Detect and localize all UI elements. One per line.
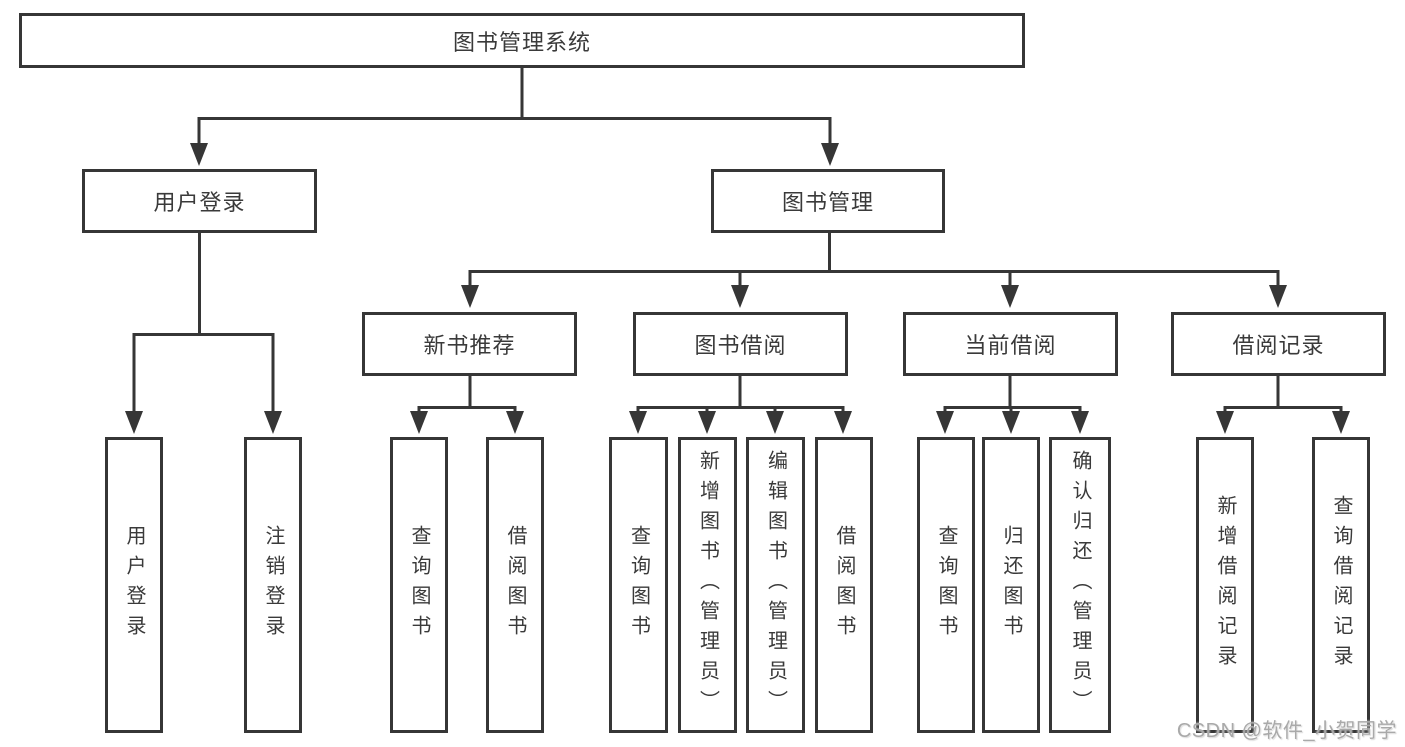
node-leaf-edit-book-admin: 编辑图书（管理员） [746,437,805,733]
node-label: 新增图书（管理员） [696,450,719,720]
arrowhead-icons [125,143,1350,434]
node-leaf-current-query-book: 查询图书 [917,437,975,733]
node-label: 用户登录 [153,190,246,215]
node-label: 借阅图书 [833,525,855,645]
node-label: 图书管理 [781,190,874,215]
node-leaf-user-login: 用户登录 [105,437,163,733]
node-label: 新增借阅记录 [1214,495,1236,675]
node-label: 新书推荐 [423,333,516,358]
node-label: 用户登录 [123,525,145,645]
node-label: 借阅图书 [504,525,526,645]
node-label: 编辑图书（管理员） [764,450,787,720]
node-leaf-confirm-return-admin: 确认归还（管理员） [1049,437,1111,733]
node-label: 图书借阅 [694,333,787,358]
node-library-system: 图书管理系统 [19,13,1025,68]
node-label: 借阅记录 [1232,333,1325,358]
node-label: 归还图书 [1000,525,1022,645]
node-leaf-add-borrow-record: 新增借阅记录 [1196,437,1254,733]
node-leaf-add-book-admin: 新增图书（管理员） [678,437,737,733]
node-book-management: 图书管理 [711,169,945,233]
node-label: 查询图书 [935,525,957,645]
node-book-borrow: 图书借阅 [633,312,848,376]
node-leaf-query-borrow-record: 查询借阅记录 [1312,437,1370,733]
node-label: 注销登录 [262,525,284,645]
node-label: 确认归还（管理员） [1069,450,1091,720]
node-label: 查询借阅记录 [1330,495,1352,675]
node-label: 查询图书 [408,525,430,645]
node-borrow-records: 借阅记录 [1171,312,1386,376]
node-leaf-return-book: 归还图书 [982,437,1040,733]
watermark: CSDN @软件_小贺同学 [1176,720,1397,742]
node-label: 图书管理系统 [452,29,591,55]
node-new-book-recommend: 新书推荐 [362,312,577,376]
node-leaf-borrow-query-book: 查询图书 [609,437,668,733]
node-leaf-borrow-book: 借阅图书 [815,437,873,733]
node-user-login: 用户登录 [82,169,317,233]
node-label: 当前借阅 [964,333,1057,358]
node-leaf-logout: 注销登录 [244,437,302,733]
node-leaf-recommend-borrow-book: 借阅图书 [486,437,544,733]
node-label: 查询图书 [627,525,650,645]
node-leaf-recommend-query-book: 查询图书 [390,437,448,733]
node-current-borrow: 当前借阅 [903,312,1118,376]
